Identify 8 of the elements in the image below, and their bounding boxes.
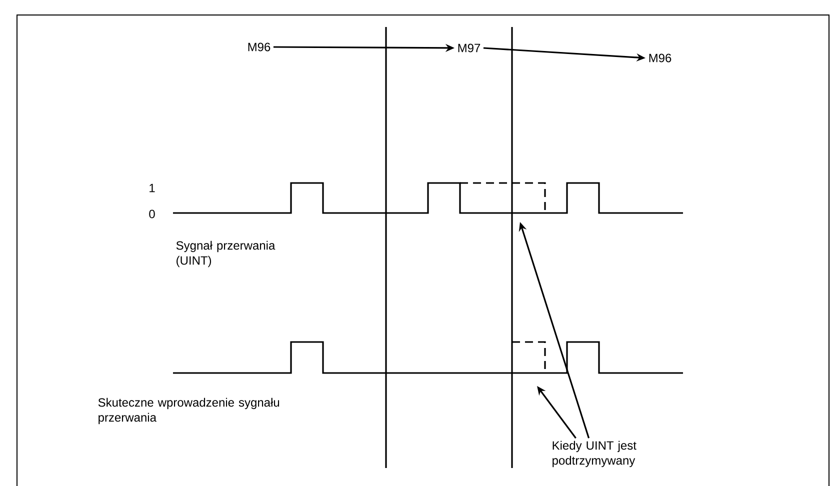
- level-label: 1: [150, 184, 155, 192]
- signal-label: M96: [248, 42, 270, 52]
- signal-label: Kiedy UINT jest podtrzymywany: [552, 440, 636, 468]
- level-label: 0: [149, 210, 155, 218]
- signal-label: M96: [649, 54, 672, 62]
- signal-label: Skuteczne wprowadzenie sygnału przerwania: [98, 398, 280, 424]
- signal-label: M97: [458, 44, 480, 52]
- signal-label: Sygnał przerwania (UINT): [176, 240, 276, 268]
